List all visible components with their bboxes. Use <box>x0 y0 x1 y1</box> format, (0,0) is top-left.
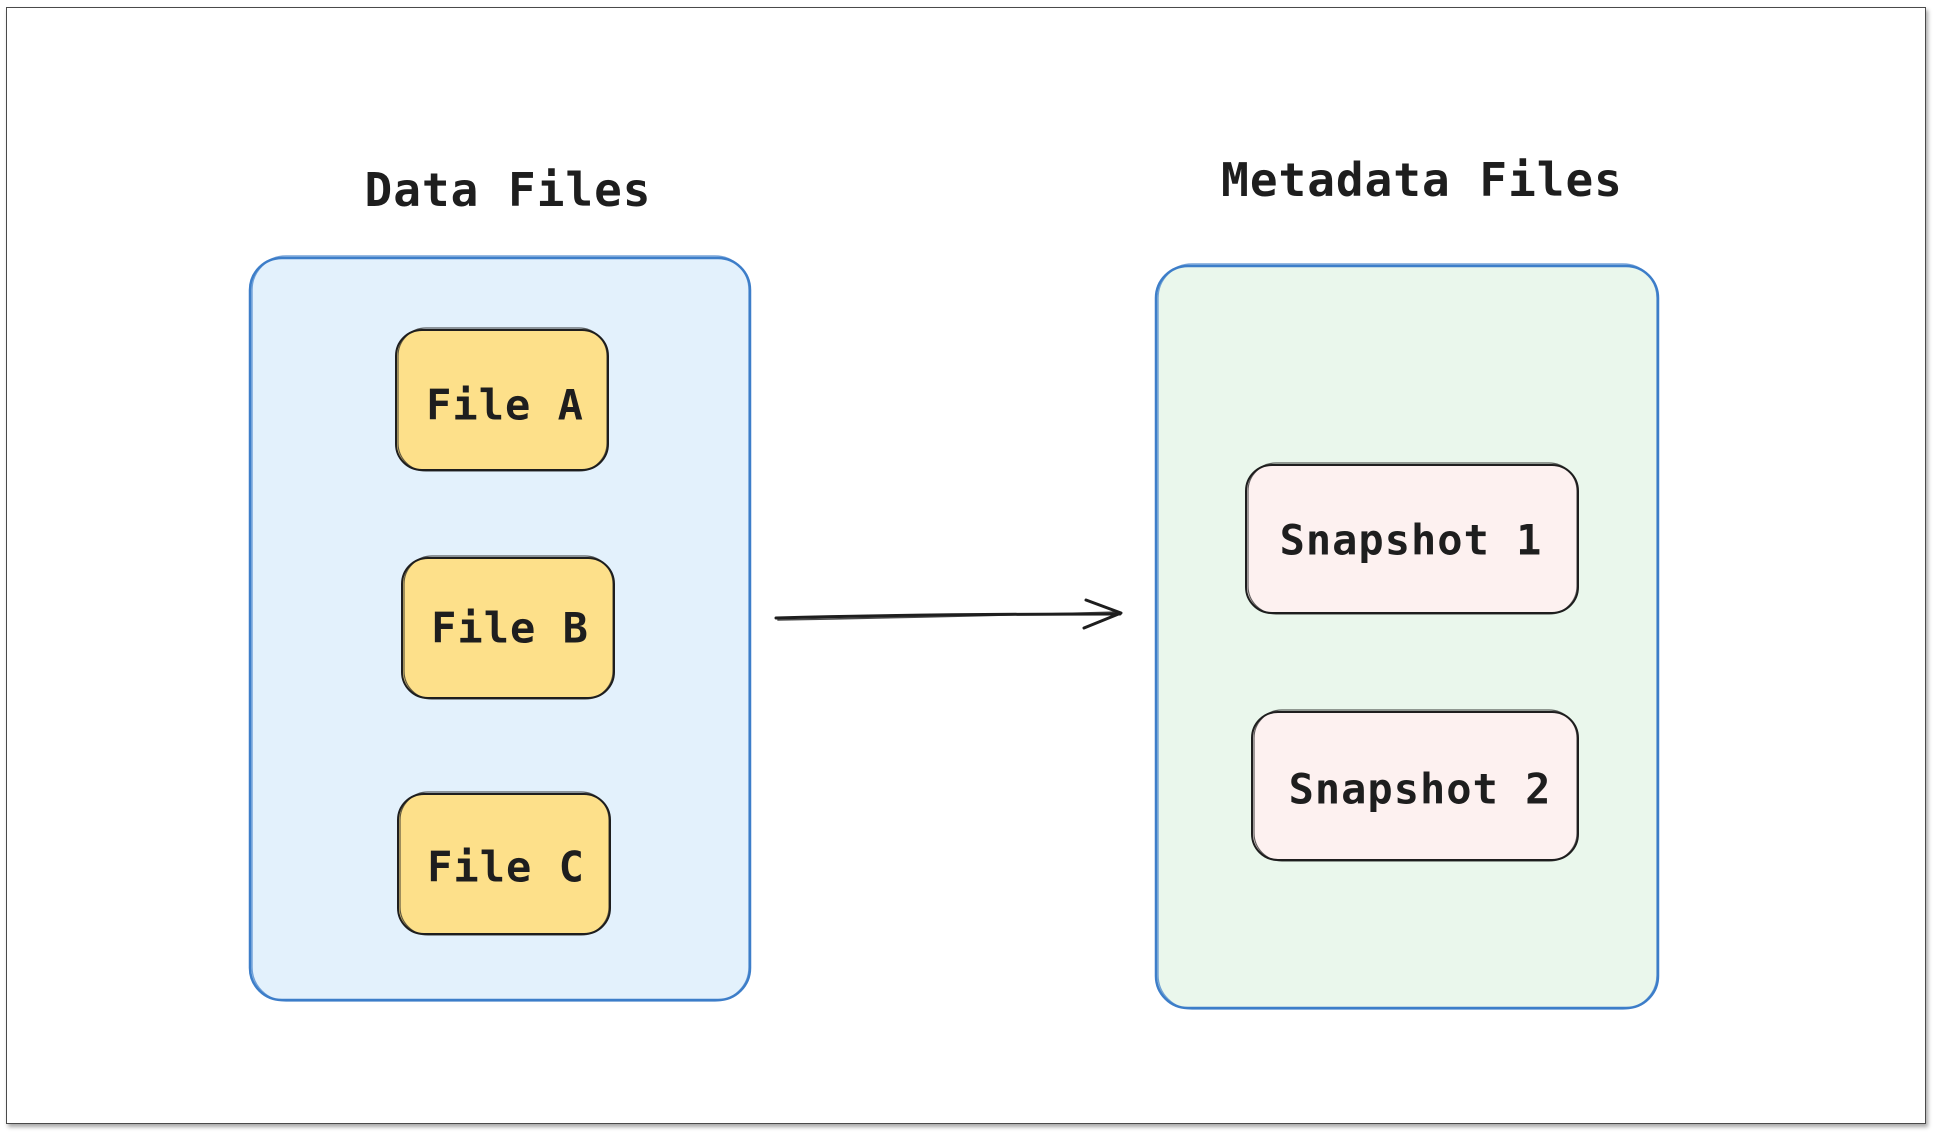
file-b-label: File B <box>431 603 589 653</box>
file-c-label: File C <box>427 842 585 892</box>
data-files-title: Data Files <box>364 163 652 217</box>
arrow-data-to-metadata <box>774 598 1123 630</box>
file-c-box <box>397 791 611 936</box>
snapshot-1-label: Snapshot 1 <box>1279 515 1543 565</box>
metadata-files-title: Metadata Files <box>1221 153 1623 207</box>
snapshot-2-label: Snapshot 2 <box>1288 764 1552 814</box>
snapshot-2-box <box>1251 709 1579 862</box>
file-a-box <box>395 327 609 472</box>
file-b-box <box>401 555 615 700</box>
metadata-files-container <box>1154 263 1660 1010</box>
file-a-label: File A <box>426 380 584 430</box>
snapshot-1-box <box>1245 462 1579 615</box>
